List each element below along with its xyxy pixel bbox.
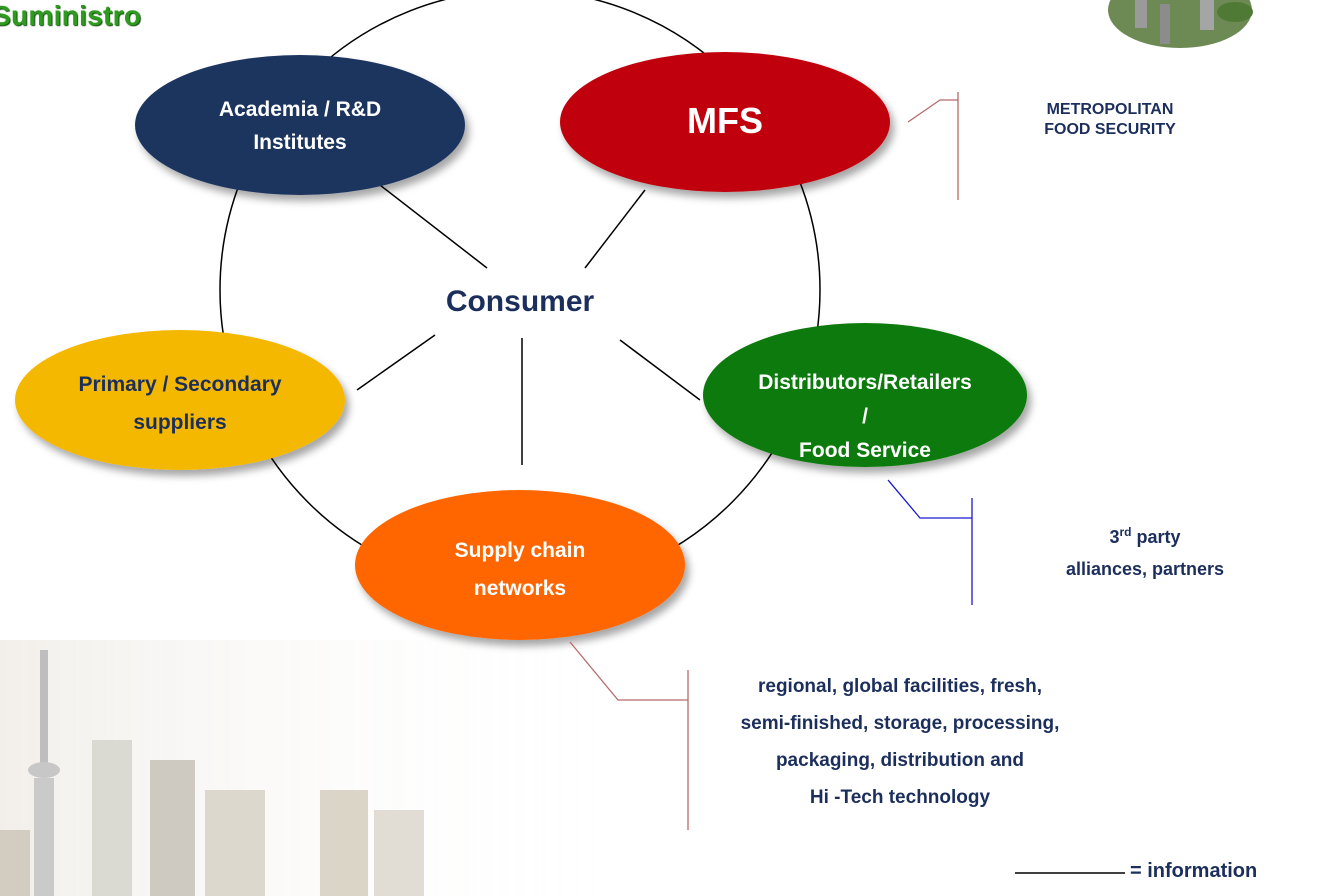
page-title: Suministro (0, 0, 142, 31)
facilities-annotation: regional, global facilities, fresh, semi… (660, 668, 1140, 816)
legend-label: = information (1130, 860, 1258, 882)
academia-line2: Institutes (253, 131, 347, 154)
center-label: Consumer (445, 285, 595, 318)
spoke-academia (379, 184, 488, 269)
distributors-line1: Distributors/Retailers (758, 371, 972, 394)
spoke-mfs (584, 189, 646, 269)
mfs-label: MFS (687, 100, 763, 141)
mfs-node (560, 52, 890, 192)
metro-bracket (907, 92, 959, 200)
distributors-line2: / (862, 405, 868, 428)
supply-line2: networks (473, 577, 567, 600)
metro-line2: FOOD SECURITY (1044, 121, 1176, 138)
facilities-line: packaging, distribution and (775, 750, 1025, 771)
distributors-line3: Food Service (799, 439, 931, 462)
metro-annotation: METROPOLITAN FOOD SECURITY (985, 100, 1235, 140)
supply-node (355, 490, 685, 640)
spoke-primary (356, 334, 436, 391)
primary-label: Primary / Secondary suppliers (20, 366, 340, 442)
academia-node (135, 55, 465, 195)
metro-line1: METROPOLITAN (1046, 101, 1174, 118)
primary-line1: Primary / Secondary (78, 373, 282, 396)
spoke-distributors (619, 339, 701, 401)
party-line2: alliances, partners (1065, 559, 1225, 579)
city-skyline-image (0, 640, 620, 896)
academia-label: Academia / R&D Institutes (150, 93, 450, 159)
distributors-node (703, 323, 1027, 467)
party-line1: 3rd party (1109, 525, 1181, 547)
primary-node (15, 330, 345, 470)
party-annotation: 3rd party alliances, partners (1010, 522, 1280, 584)
primary-line2: suppliers (133, 411, 227, 434)
party-bracket (887, 479, 973, 605)
academia-line1: Academia / R&D (218, 98, 382, 121)
spokes (356, 184, 701, 465)
distributors-label: Distributors/Retailers / Food Service (700, 366, 1030, 478)
globe-image (1108, 0, 1253, 48)
supply-label: Supply chain networks (385, 532, 655, 608)
facilities-line: Hi -Tech technology (809, 787, 991, 808)
facilities-line: semi-finished, storage, processing, (740, 713, 1060, 734)
supply-line1: Supply chain (454, 539, 586, 562)
facilities-line: regional, global facilities, fresh, (757, 676, 1043, 697)
facilities-bracket (569, 641, 689, 830)
